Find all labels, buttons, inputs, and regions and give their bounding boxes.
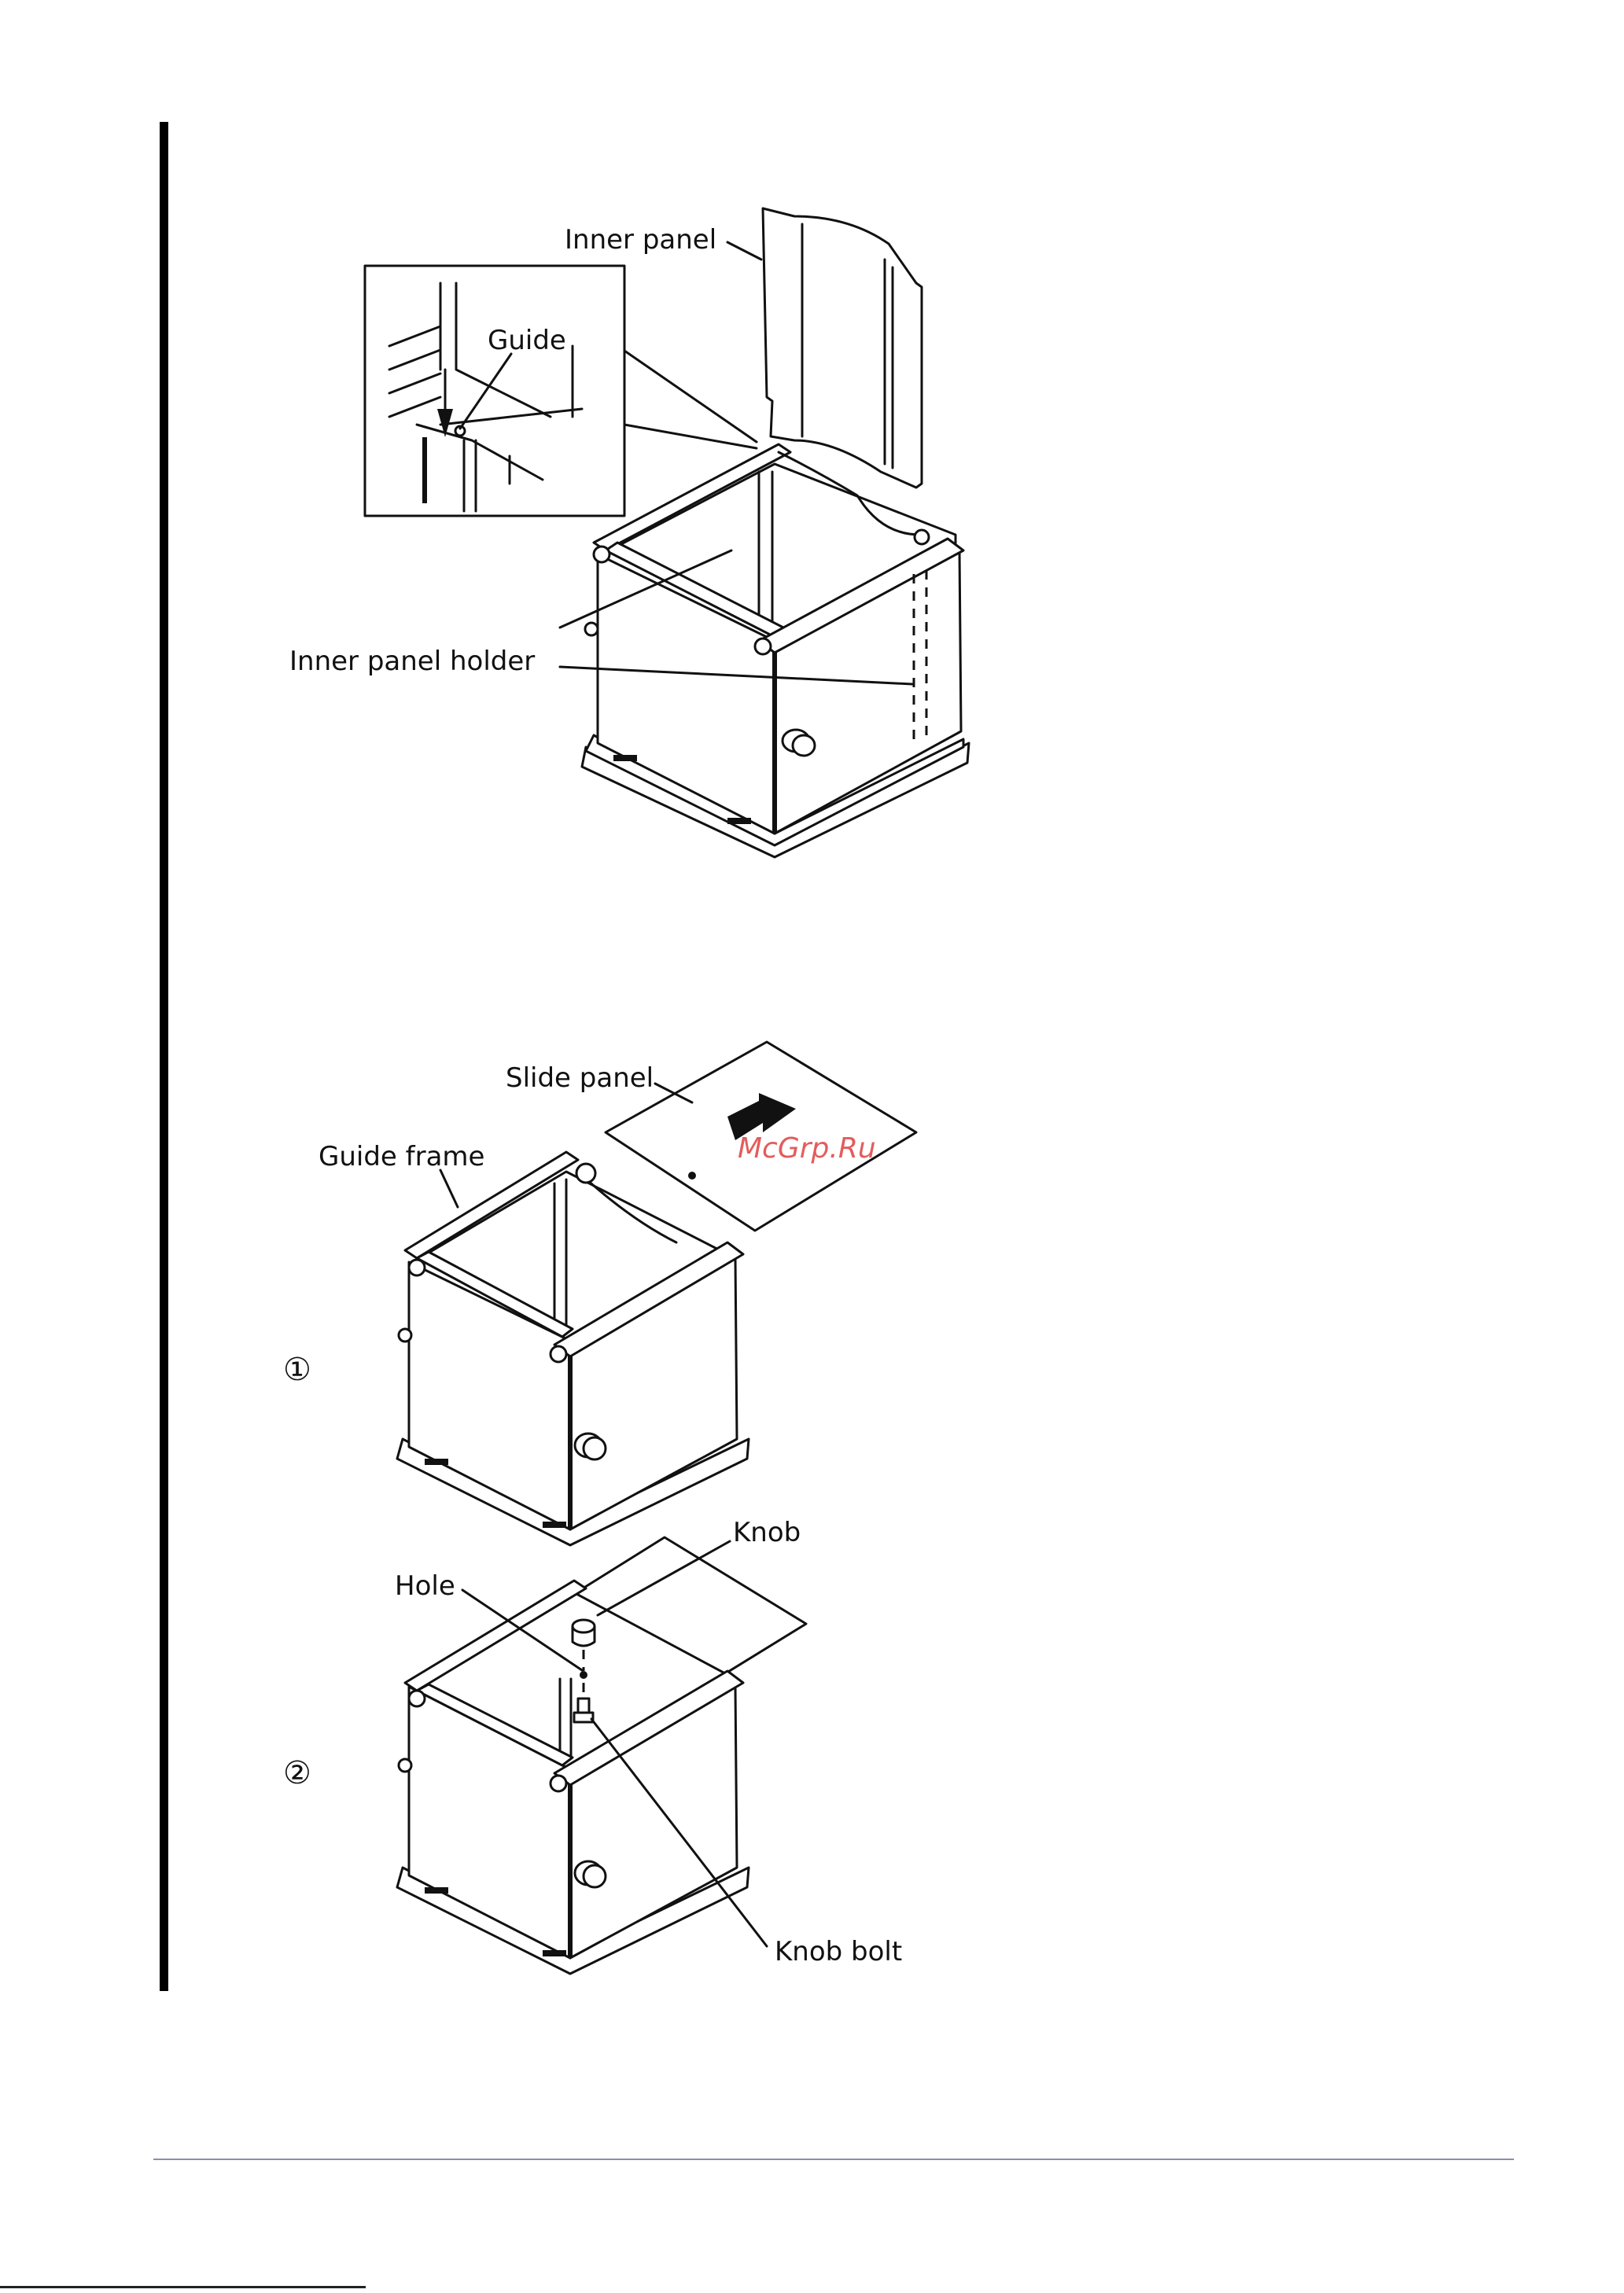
label-knob-bolt: Knob bolt — [775, 1936, 902, 1967]
watermark: McGrp.Ru — [738, 1132, 876, 1165]
label-guide: Guide — [488, 325, 566, 356]
step-1-marker: ① — [283, 1352, 311, 1388]
draft-shield-box-1 — [582, 444, 969, 857]
knob-bolt-part — [574, 1699, 593, 1722]
label-slide-panel: Slide panel — [506, 1062, 654, 1094]
leader-guide-frame — [440, 1170, 458, 1207]
inner-panel-sheet — [763, 208, 922, 488]
draft-shield-box-2 — [397, 1152, 749, 1545]
label-hole: Hole — [395, 1570, 455, 1602]
label-inner-panel: Inner panel — [565, 224, 716, 256]
knob-part — [573, 1620, 595, 1646]
label-inner-panel-holder: Inner panel holder — [289, 646, 535, 677]
label-guide-frame: Guide frame — [319, 1141, 484, 1172]
guide-detail-inset — [365, 266, 757, 516]
leader-inner-panel — [727, 242, 761, 259]
label-knob: Knob — [733, 1517, 801, 1548]
figure-knob-step2: Knob Hole Knob bolt ② — [283, 1517, 902, 1974]
hole-mark — [580, 1671, 587, 1679]
figure-inner-panel: Inner panel Guide Inner panel holder — [289, 208, 969, 857]
figure-slide-panel-step1: McGrp.Ru Slide panel Guide fram — [283, 1042, 916, 1545]
step-2-marker: ② — [283, 1755, 311, 1791]
